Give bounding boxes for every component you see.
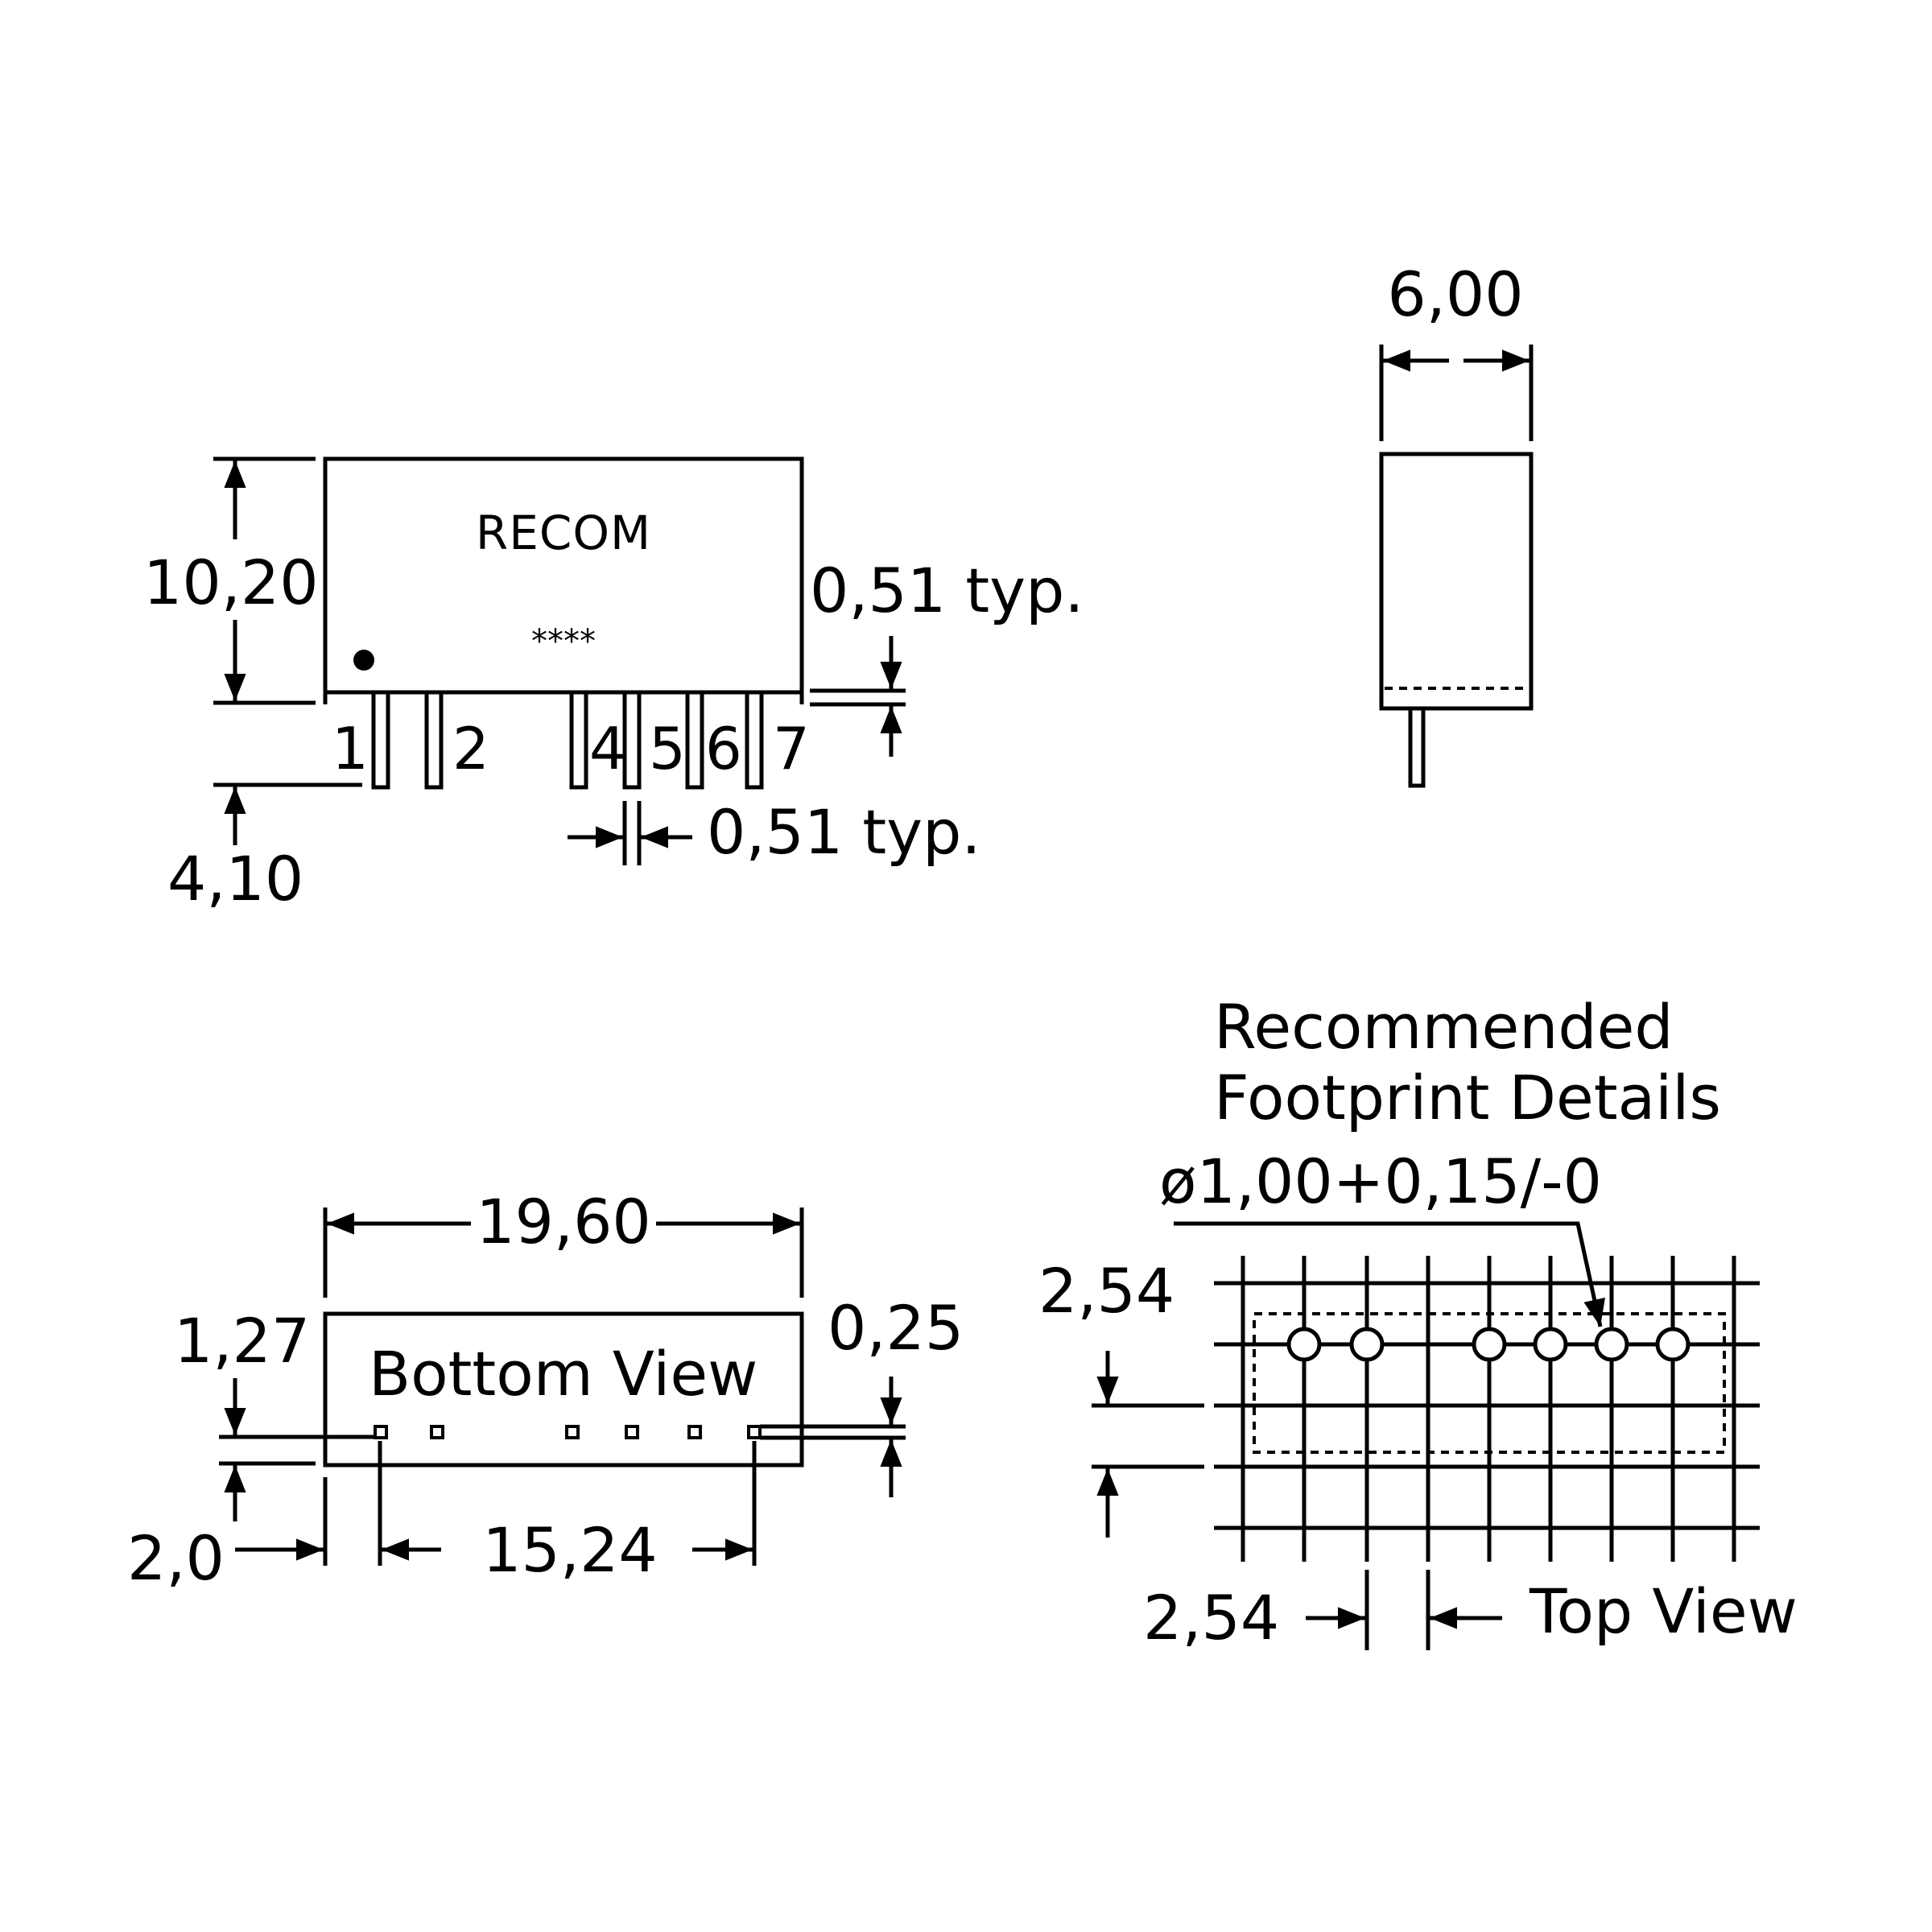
depth-dimension: 6,00 xyxy=(1387,258,1523,330)
hole-6 xyxy=(1594,1327,1629,1362)
footprint-grid xyxy=(1214,1256,1760,1562)
top-view-label: Top View xyxy=(1529,1575,1798,1647)
pin-label-5: 5 xyxy=(649,715,686,782)
marking-label: **** xyxy=(531,623,596,660)
pin-1-marker-dot xyxy=(353,650,374,671)
footprint-outline xyxy=(1253,1312,1726,1454)
bottom-body xyxy=(323,1311,804,1468)
bottom-pad-4 xyxy=(565,1425,580,1439)
side-body xyxy=(1379,452,1534,711)
hole-5 xyxy=(1533,1327,1568,1362)
footprint-view xyxy=(1092,1221,1760,1650)
standoff-dimension: 0,51 typ. xyxy=(810,555,1084,626)
bottom-view xyxy=(219,1208,906,1566)
height-dimension: 10,20 xyxy=(143,547,319,618)
pins xyxy=(371,690,764,790)
bottom-pad-6 xyxy=(687,1425,702,1439)
module-body xyxy=(323,456,804,695)
pin-row-offset-dimension: 1,27 xyxy=(174,1305,310,1377)
hole-leader xyxy=(1174,1221,1606,1327)
pin-6 xyxy=(685,690,704,790)
hole-2 xyxy=(1349,1327,1385,1362)
pin-length-dimension: 4,10 xyxy=(167,843,303,914)
length-dimension: 19,60 xyxy=(476,1186,651,1257)
side-view xyxy=(1379,345,1534,788)
horizontal-pitch-dimension: 2,54 xyxy=(1143,1582,1279,1653)
bottom-pin-pads xyxy=(374,1425,762,1439)
footprint-holes xyxy=(1286,1327,1690,1362)
bottom-pad-2 xyxy=(430,1425,444,1439)
brand-label: RECOM xyxy=(476,506,651,560)
pin-label-1: 1 xyxy=(332,715,369,782)
pin-4 xyxy=(569,690,588,790)
pin-span-dimension: 15,24 xyxy=(482,1514,658,1586)
bottom-pad-7 xyxy=(747,1425,762,1439)
hole-7 xyxy=(1655,1327,1690,1362)
footprint-title-line1: Recommended xyxy=(1214,991,1674,1063)
pin1-offset-dimension: 2,0 xyxy=(127,1522,225,1594)
pin-2 xyxy=(424,690,444,790)
vertical-pitch-dimension: 2,54 xyxy=(1038,1255,1174,1327)
hole-1 xyxy=(1286,1327,1322,1362)
bottom-pad-5 xyxy=(625,1425,639,1439)
pin-label-7: 7 xyxy=(773,715,810,782)
hole-4 xyxy=(1472,1327,1507,1362)
bottom-pad-1 xyxy=(374,1425,388,1439)
pin-1 xyxy=(371,690,390,790)
pin-label-6: 6 xyxy=(705,715,742,782)
hole-dimension: ø1,00+0,15/-0 xyxy=(1159,1146,1602,1217)
pin-width-dimension: 0,51 typ. xyxy=(707,796,981,868)
pin-label-4: 4 xyxy=(589,715,626,782)
pin-label-2: 2 xyxy=(452,715,489,782)
footprint-title-line2: Footprint Details xyxy=(1214,1062,1721,1133)
front-view xyxy=(213,456,906,865)
side-pin xyxy=(1408,706,1426,788)
edge-offset-dimension: 0,25 xyxy=(828,1292,964,1364)
bottom-view-label: Bottom View xyxy=(369,1338,758,1410)
pin-5 xyxy=(622,690,642,790)
pin-7 xyxy=(745,690,764,790)
